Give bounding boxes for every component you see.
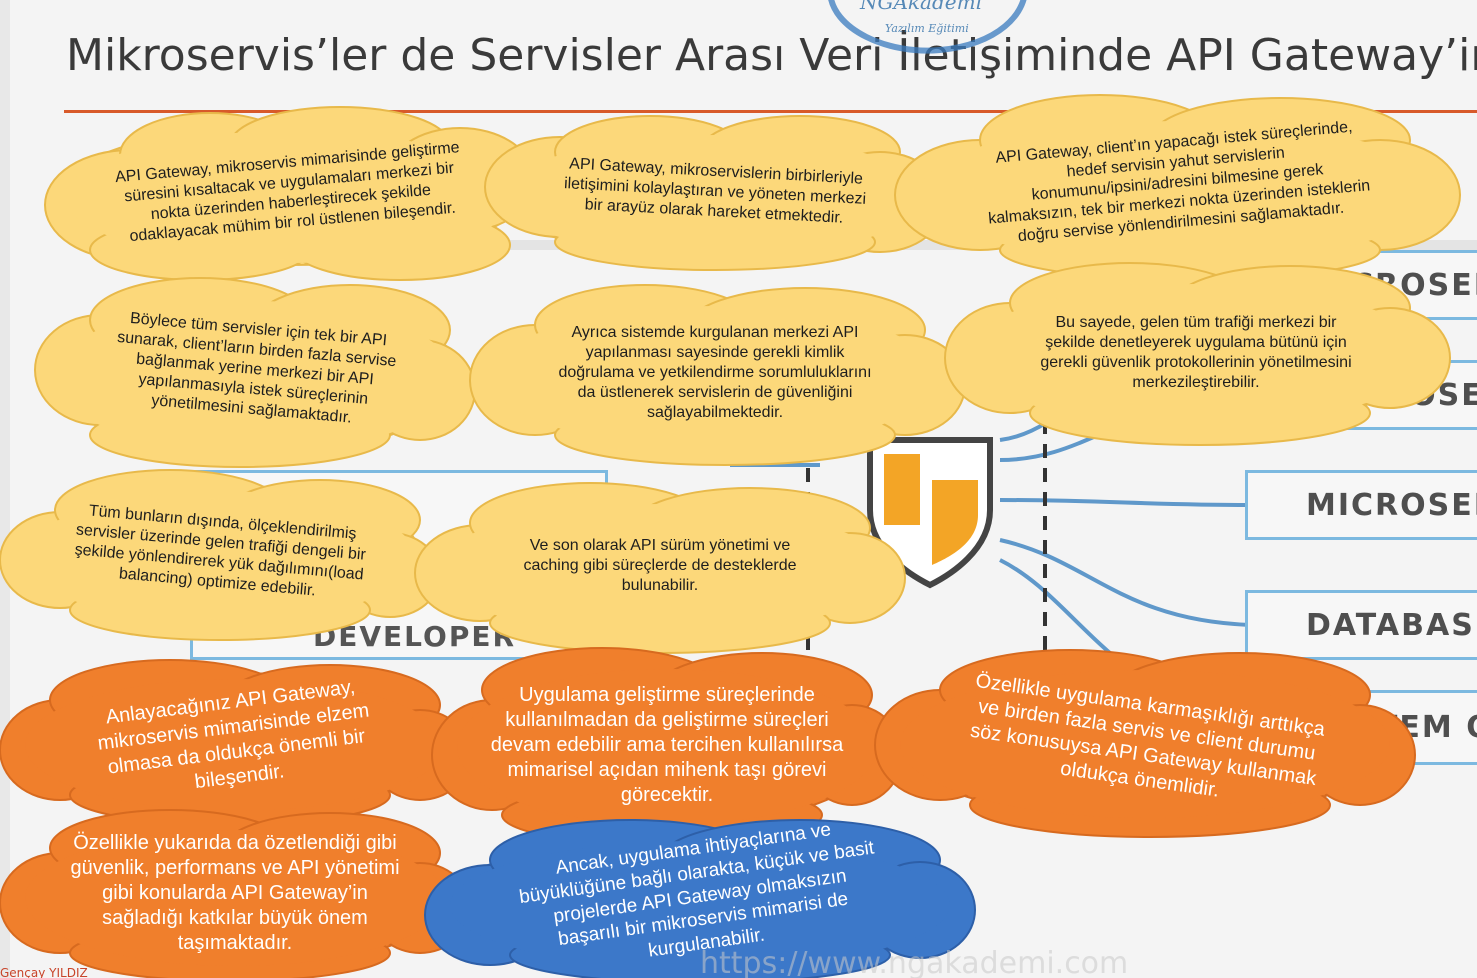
shield-icon (867, 437, 993, 589)
note-cloud-blue-1: Ancak, uygulama ihtiyaçlarına ve büyüklü… (420, 815, 980, 978)
diagram-box-microservice-3: MICROSERVICE (1245, 470, 1477, 540)
watermark: https://www.ngakademi.com (700, 946, 1129, 978)
logo-subtitle: Yazılım Eğitimi (885, 22, 969, 35)
slide-edge (0, 0, 10, 978)
note-text: Uygulama geliştirme süreçlerinde kullanı… (490, 683, 844, 806)
ngakademi-logo (828, 0, 1027, 54)
diagram-box-database: DATABASE (1245, 590, 1477, 660)
title-underline (64, 110, 1477, 113)
note-cloud-orange-1: Anlayacağınız API Gateway, mikroservis m… (0, 655, 471, 826)
note-cloud-yellow-3: API Gateway, client’ın yapacağı istek sü… (890, 85, 1465, 281)
note-cloud-yellow-8: Ve son olarak API sürüm yönetimi ve cach… (410, 478, 910, 654)
note-cloud-yellow-6: Bu sayede, gelen tüm trafiği merkezi bir… (940, 258, 1452, 448)
note-text: API Gateway, mikroservislerin birbirleri… (563, 155, 867, 227)
note-text: Ayrıca sistemde kurgulanan merkezi API y… (558, 323, 872, 421)
author-credit: Gençay YILDIZ (0, 966, 88, 978)
note-cloud-yellow-1: API Gateway, mikroservis mimarisinde gel… (40, 105, 540, 281)
page-title: Mikroservis’ler de Servisler Arası Veri … (66, 30, 1477, 81)
note-cloud-yellow-2: API Gateway, mikroservislerin birbirleri… (480, 112, 950, 272)
note-text: Bu sayede, gelen tüm trafiği merkezi bir… (1040, 314, 1352, 391)
logo-name: NGAkademi (860, 0, 982, 14)
note-text: Özellikle yukarıda da özetlendiği gibi g… (70, 831, 400, 954)
note-cloud-orange-3: Özellikle uygulama karmaşıklığı arttıkça… (870, 645, 1420, 840)
note-text: Ve son olarak API sürüm yönetimi ve cach… (523, 536, 797, 594)
note-cloud-yellow-7: Tüm bunların dışında, ölçeklendirilmiş s… (0, 465, 441, 641)
note-text: Tüm bunların dışında, ölçeklendirilmiş s… (74, 501, 367, 599)
note-cloud-orange-4: Özellikle yukarıda da özetlendiği gibi g… (0, 808, 471, 978)
note-cloud-yellow-4: Böylece tüm servisler için tek bir API s… (30, 270, 480, 470)
note-cloud-yellow-5: Ayrıca sistemde kurgulanan merkezi API y… (465, 280, 966, 466)
